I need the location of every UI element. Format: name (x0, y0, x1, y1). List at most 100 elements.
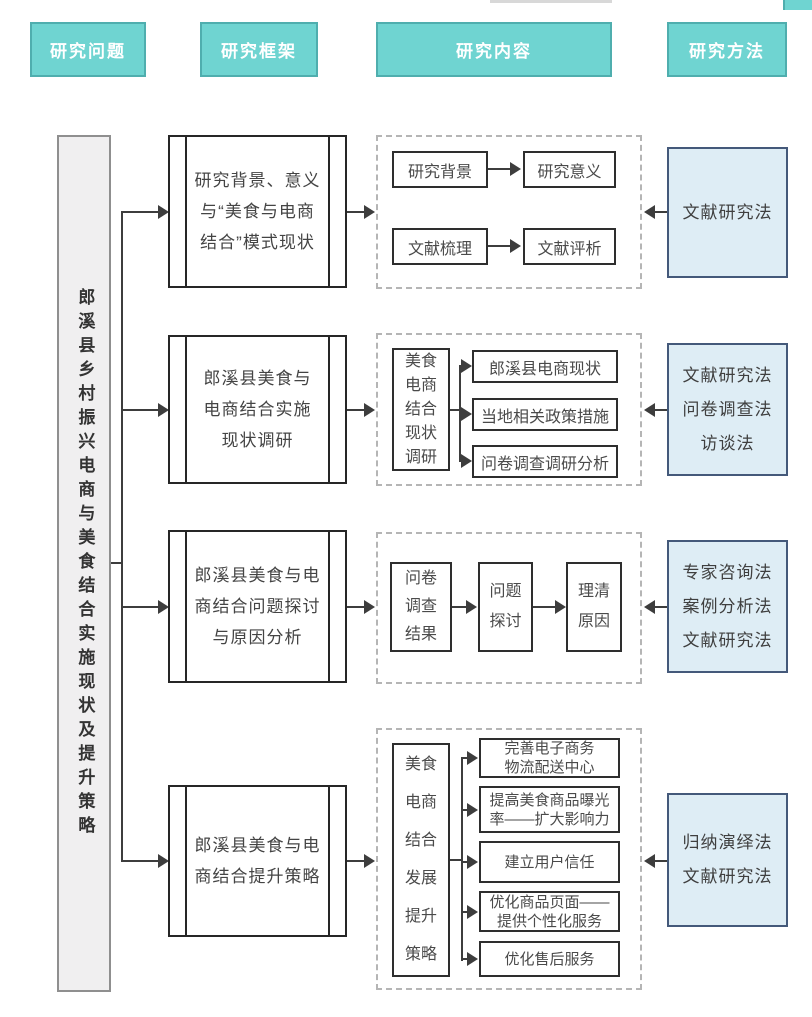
method-text: 文献研究法 (682, 365, 773, 385)
arrow-right (364, 600, 375, 614)
method-box-1: 文献研究法 (667, 147, 788, 278)
content-group-1 (376, 135, 642, 289)
connector-stub (450, 859, 462, 861)
connector-branch (121, 606, 159, 608)
content-text: 电商 (404, 794, 437, 811)
connector-line (488, 168, 511, 170)
framework-text: 郎溪县美食与电 (194, 566, 321, 585)
header-label: 研究内容 (456, 42, 532, 61)
content-text: 建立用户信任 (504, 853, 595, 871)
connector-line (452, 606, 467, 608)
content-box-langxi-ecommerce-status: 郎溪县电商现状 (472, 350, 618, 383)
framework-box-4: 郎溪县美食与电 商结合提升策略 (168, 785, 347, 937)
method-text: 专家咨询法 (682, 562, 773, 582)
arrow-right (467, 803, 478, 817)
process-bar (185, 532, 187, 681)
content-box-after-sales: 优化售后服务 (479, 941, 620, 977)
method-text: 问卷调查法 (682, 399, 773, 419)
content-box-questionnaire-analysis: 问卷调查调研分析 (472, 445, 618, 478)
content-text: 问卷调查调研分析 (480, 455, 609, 473)
content-text: 电商 (404, 376, 437, 394)
method-text: 文献研究法 (682, 202, 773, 222)
content-box-research-significance: 研究意义 (523, 151, 616, 188)
arrow-right (364, 403, 375, 417)
content-box-exposure-rate: 提高美食商品曝光 率——扩大影响力 (479, 786, 620, 833)
content-box-survey-results: 问卷 调查 结果 (390, 562, 452, 652)
connector-line (461, 809, 467, 811)
arrow-right (461, 359, 472, 373)
content-box-improvement-strategy: 美食 电商 结合 发展 提升 策略 (392, 743, 450, 977)
problem-text: 郎溪县乡村振兴电商与美食结合实施现状及提升策略 (75, 287, 95, 840)
content-box-logistics-center: 完善电子商务 物流配送中心 (479, 738, 620, 778)
arrow-right (467, 855, 478, 869)
header-research-content: 研究内容 (376, 22, 612, 77)
content-text: 探讨 (489, 613, 522, 630)
connector-line (461, 911, 467, 913)
connector-trunk (121, 211, 123, 862)
content-text: 率——扩大影响力 (489, 810, 610, 828)
arrow-right (158, 600, 169, 614)
framework-text: 研究背景、意义 (194, 171, 321, 190)
connector-line (533, 606, 556, 608)
arrow-left (644, 403, 655, 417)
content-text: 美食 (404, 756, 437, 773)
connector-line (461, 757, 467, 759)
content-text: 结合 (404, 832, 437, 849)
content-box-product-page: 优化商品页面—— 提供个性化服务 (479, 891, 620, 932)
connector-branch (121, 860, 159, 862)
content-box-status-survey: 美食 电商 结合 现状 调研 (392, 348, 450, 471)
connector-line (347, 860, 365, 862)
content-text: 问卷 (404, 570, 437, 587)
framework-text: 与“美食与电商 (200, 202, 315, 221)
framework-text: 电商结合实施 (203, 400, 312, 419)
connector-spine (461, 757, 463, 961)
arrow-right (555, 600, 566, 614)
content-box-research-background: 研究背景 (392, 151, 488, 188)
content-text: 提升 (404, 908, 437, 925)
connector-line (347, 606, 365, 608)
content-text: 提高美食商品曝光 (489, 791, 610, 809)
arrow-right (158, 403, 169, 417)
method-text: 文献研究法 (682, 630, 773, 650)
connector-line (654, 860, 668, 862)
content-text: 文献梳理 (407, 240, 472, 258)
connector-line (347, 409, 365, 411)
method-box-2: 文献研究法 问卷调查法 访谈法 (667, 343, 788, 476)
arrow-right (466, 600, 477, 614)
content-text: 调查 (404, 598, 437, 615)
content-box-user-trust: 建立用户信任 (479, 841, 620, 883)
process-bar (328, 137, 330, 286)
method-text: 访谈法 (700, 433, 755, 453)
content-text: 策略 (404, 946, 437, 963)
content-text: 郎溪县电商现状 (488, 360, 601, 378)
content-text: 理清 (577, 583, 610, 600)
method-text: 文献研究法 (682, 867, 773, 886)
content-box-literature-analysis: 文献评析 (523, 228, 616, 265)
framework-box-3: 郎溪县美食与电 商结合问题探讨 与原因分析 (168, 530, 347, 683)
content-group-4 (376, 728, 642, 990)
process-bar (328, 532, 330, 681)
connector-stub (450, 409, 460, 411)
process-bar (185, 337, 187, 482)
arrow-left (644, 600, 655, 614)
process-bar (185, 137, 187, 286)
process-bar (328, 787, 330, 935)
content-text: 现状 (404, 424, 437, 442)
method-text: 归纳演绎法 (682, 833, 773, 852)
content-text: 当地相关政策措施 (480, 408, 609, 426)
header-label: 研究框架 (221, 42, 297, 61)
content-text: 原因 (577, 613, 610, 630)
connector-line (461, 958, 467, 960)
problem-box: 郎溪县乡村振兴电商与美食结合实施现状及提升策略 (57, 135, 111, 992)
header-label: 研究方法 (689, 42, 765, 61)
connector-line (654, 211, 668, 213)
content-text: 文献评析 (537, 240, 602, 258)
arrow-right (364, 205, 375, 219)
header-research-framework: 研究框架 (200, 22, 318, 77)
content-text: 美食 (404, 352, 437, 370)
header-label: 研究问题 (50, 42, 126, 61)
arrow-right (510, 162, 521, 176)
header-research-method: 研究方法 (667, 22, 787, 77)
framework-text: 商结合提升策略 (194, 867, 321, 886)
arrow-right (158, 854, 169, 868)
